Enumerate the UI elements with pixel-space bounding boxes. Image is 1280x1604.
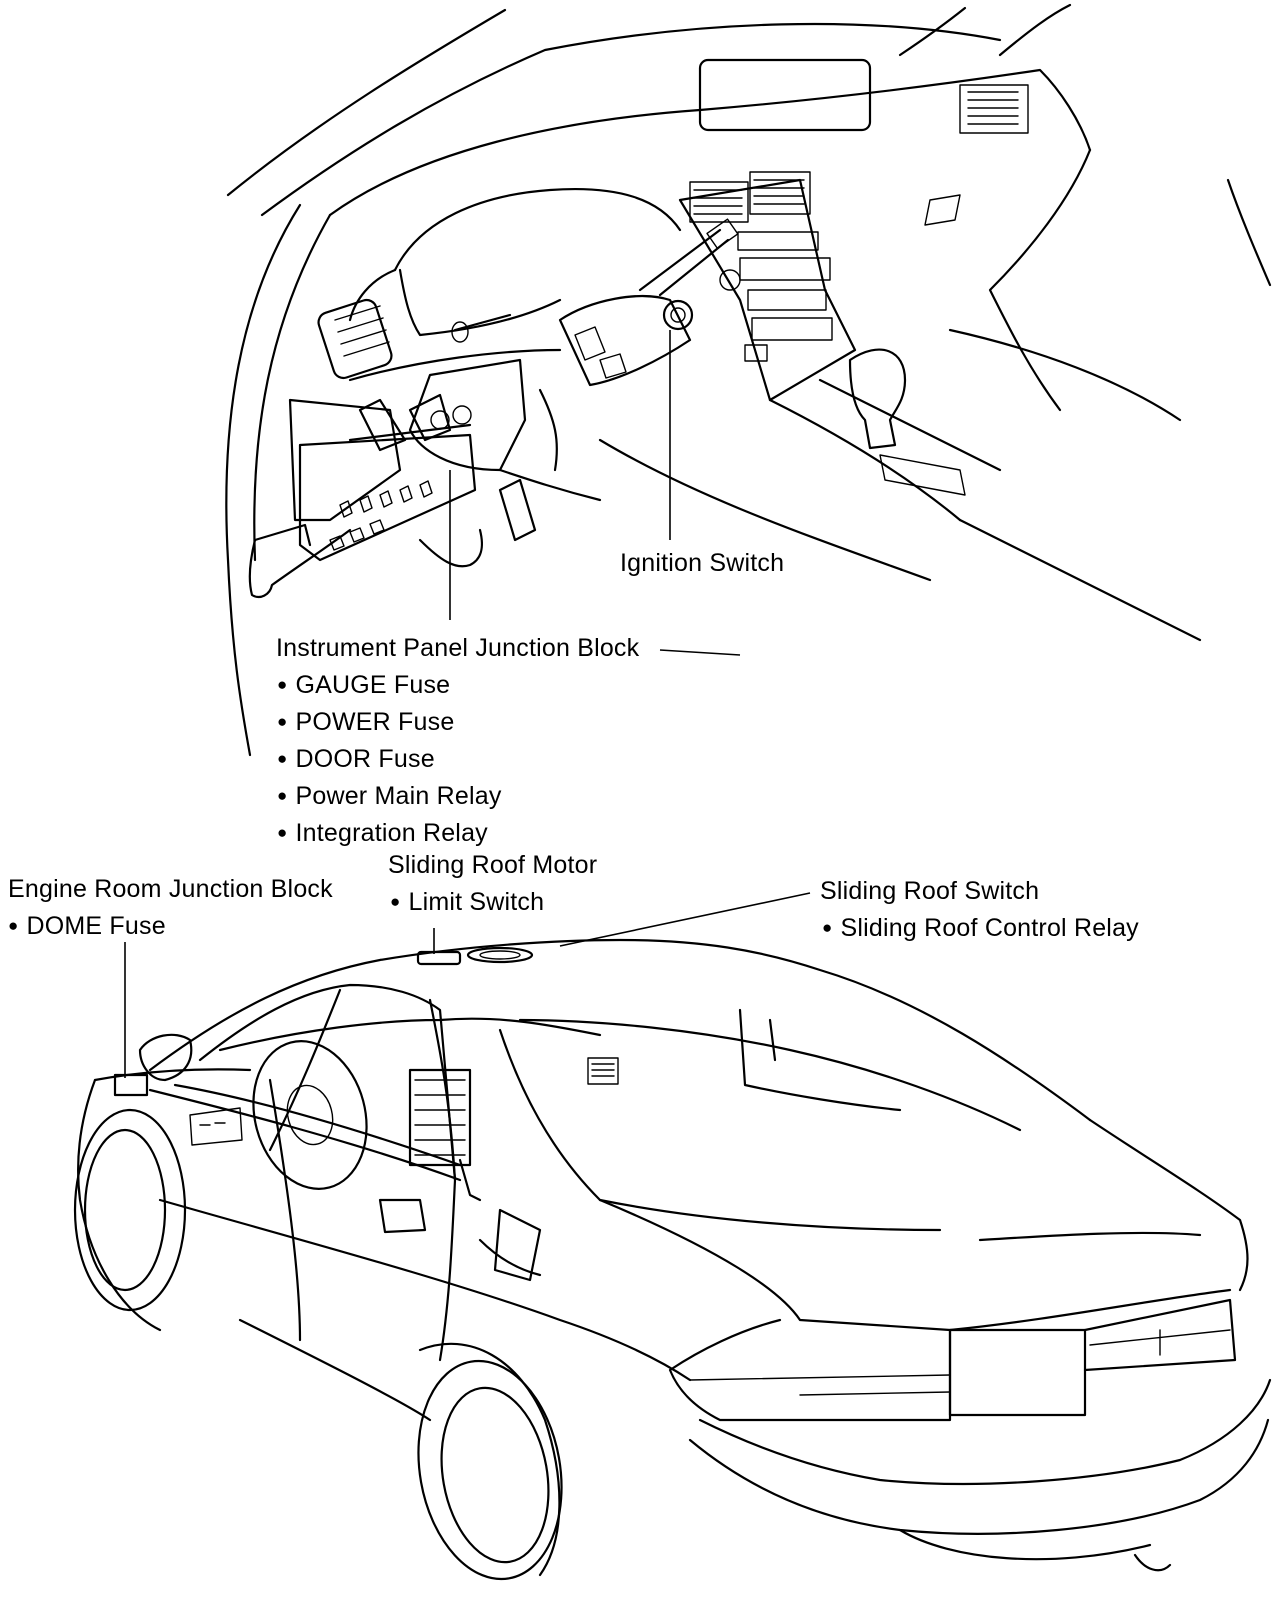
gauge-fuse-item: GAUGE Fuse: [277, 670, 450, 703]
power-main-relay-item: Power Main Relay: [277, 781, 502, 814]
ignition-switch-label: Ignition Switch: [620, 549, 785, 577]
integration-relay-item: Integration Relay: [277, 818, 488, 851]
limit-switch-item: Limit Switch: [390, 887, 544, 920]
power-fuse-item: POWER Fuse: [277, 707, 454, 740]
leader-lines-dashboard: [449, 330, 741, 656]
engine-room-junction-block-title: Engine Room Junction Block: [8, 875, 333, 903]
sliding-roof-control-relay-item: Sliding Roof Control Relay: [822, 913, 1139, 946]
ip-junction-block-title: Instrument Panel Junction Block: [276, 634, 640, 662]
door-fuse-item: DOOR Fuse: [277, 744, 435, 777]
leader-lines-car: [124, 892, 811, 1078]
sliding-roof-motor-title: Sliding Roof Motor: [388, 851, 598, 879]
sliding-roof-switch-title: Sliding Roof Switch: [820, 877, 1040, 905]
dashboard-illustration: [225, 3, 1272, 757]
car-illustration: [73, 938, 1272, 1581]
dome-fuse-item: DOME Fuse: [8, 911, 166, 944]
